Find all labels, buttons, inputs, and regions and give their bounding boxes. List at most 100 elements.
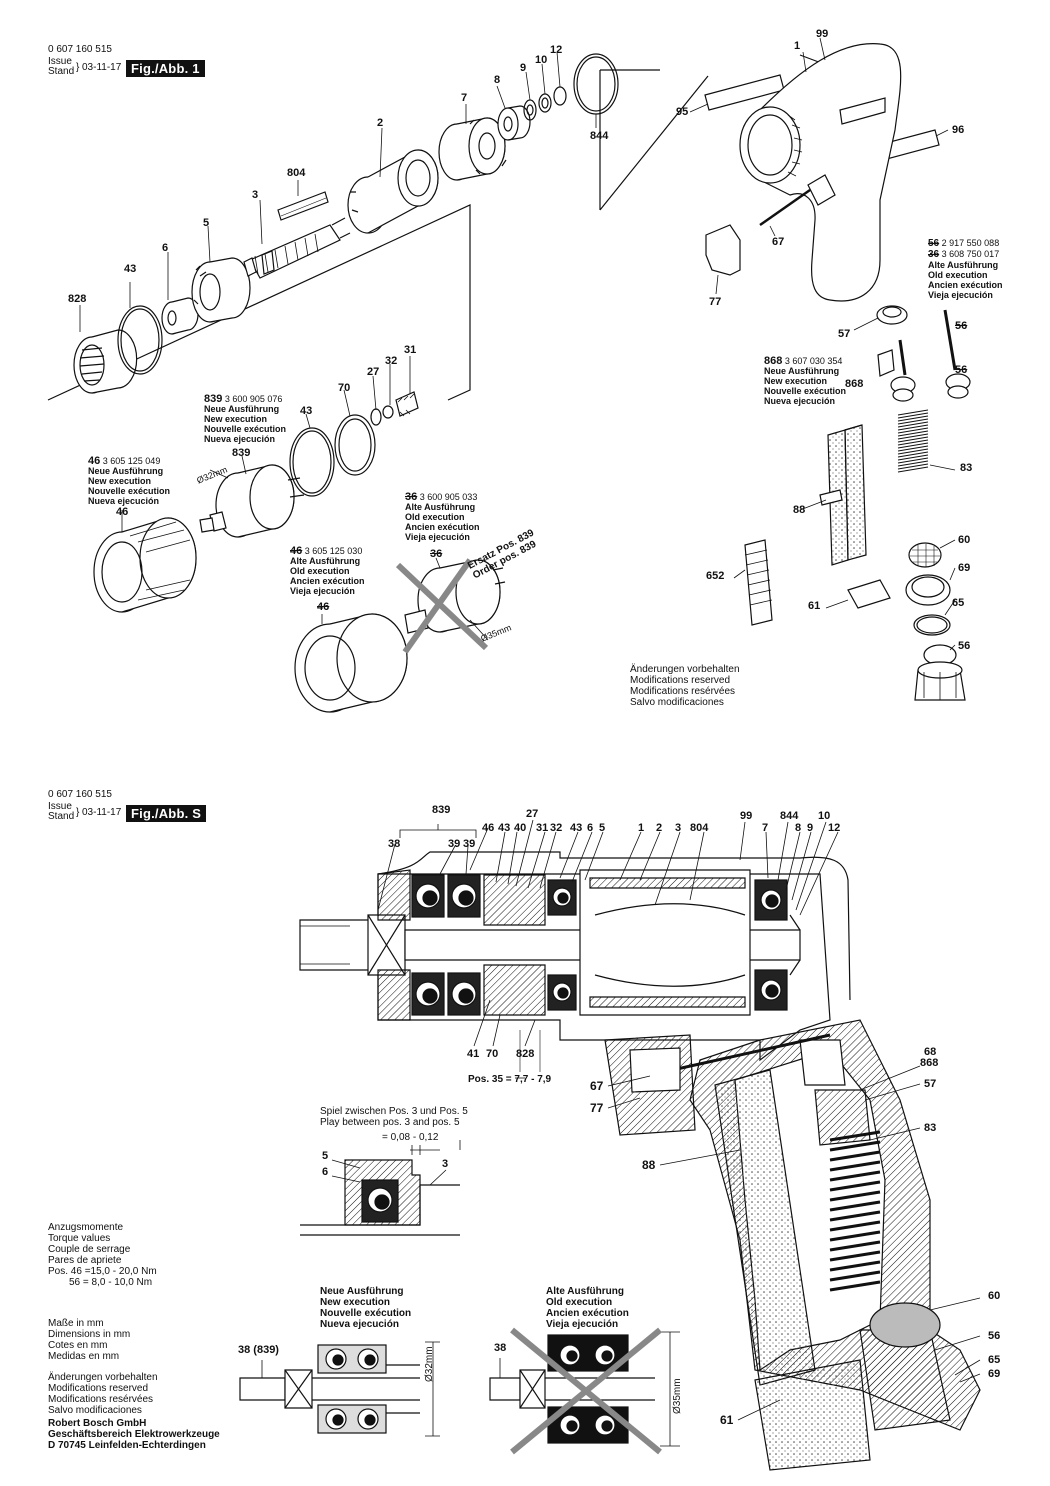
torque-pos46: Pos. 46 =15,0 - 20,0 Nm — [48, 1266, 157, 1277]
label-61: 61 — [808, 600, 821, 612]
issue-date-bottom: 03-11-17 — [82, 807, 122, 818]
label-57: 57 — [838, 328, 851, 340]
new-exec-es-46: Nueva ejecución — [88, 496, 160, 506]
issue-label: Issue — [48, 56, 72, 67]
part-36-number: 3 600 905 033 — [419, 492, 478, 502]
part-56a-number: 2 917 550 088 — [941, 238, 1000, 248]
new-exec-de: Neue Ausführung — [204, 404, 280, 414]
new-exec-en-868: New execution — [764, 376, 828, 386]
handle-housing — [689, 37, 949, 331]
play-note-de: Spiel zwischen Pos. 3 und Pos. 5 — [320, 1106, 468, 1117]
s-label-9: 9 — [807, 822, 814, 834]
label-38-839: 38 (839) — [238, 1344, 279, 1356]
s-label-69: 69 — [988, 1368, 1001, 1380]
diameter-35-bottom: Ø35mm — [672, 1378, 683, 1414]
s-label-67: 67 — [590, 1079, 604, 1093]
label-56-old: 56 — [955, 320, 968, 332]
part-46-old-number: 3 605 125 030 — [304, 546, 363, 556]
label-839: 839 — [232, 447, 251, 459]
part-46-id: 46 — [88, 455, 101, 467]
dim-fr: Cotes en mm — [48, 1340, 108, 1351]
part-46-old-info: 46 3 605 125 030 Alte Ausführung Old exe… — [290, 546, 365, 597]
label-46: 46 — [116, 506, 129, 518]
s-label-43b: 43 — [570, 822, 583, 834]
s-label-43: 43 — [498, 822, 511, 834]
old-exec-de: Alte Ausführung — [405, 502, 476, 512]
exploded-view — [47, 51, 841, 401]
label-56-old-2: 56 — [955, 364, 968, 376]
s-label-39a: 39 — [448, 838, 461, 850]
issue-stand-bottom: Issue Stand — [48, 802, 74, 822]
mini-execution-views — [239, 1327, 680, 1455]
doc-number: 0 607 160 515 — [48, 44, 112, 55]
old-exec-fr: Ancien exécution — [405, 522, 480, 532]
modifications-top: Änderungen vorbehalten Modifications res… — [630, 664, 740, 708]
label-31: 31 — [404, 344, 417, 356]
label-804: 804 — [287, 167, 306, 179]
mod-b-en: Modifications reserved — [48, 1383, 149, 1394]
label-67: 67 — [772, 236, 785, 248]
new-exec-de-46: Neue Ausführung — [88, 466, 164, 476]
s-label-5: 5 — [599, 822, 606, 834]
label-43: 43 — [124, 263, 137, 275]
new-exec-fr-46: Nouvelle exécution — [88, 486, 171, 496]
new-exec-en: New execution — [204, 414, 268, 424]
b-new-fr: Nouvelle exécution — [320, 1308, 412, 1319]
company-info: Robert Bosch GmbH Geschäftsbereich Elekt… — [48, 1418, 220, 1451]
part-839-number: 3 600 905 076 — [224, 394, 283, 404]
valve-parts — [733, 309, 971, 701]
stand-label: Stand — [48, 66, 75, 77]
s-label-99: 99 — [740, 810, 753, 822]
s-label-7: 7 — [762, 822, 769, 834]
label-95: 95 — [676, 106, 689, 118]
new-execution-bottom: Neue Ausführung New execution Nouvelle e… — [320, 1286, 411, 1330]
rotor-3 — [243, 217, 351, 279]
company-address: D 70745 Leinfelden-Echterdingen — [48, 1440, 206, 1451]
doc-number-bottom: 0 607 160 515 — [48, 789, 112, 800]
b-new-en: New execution — [320, 1297, 391, 1308]
torque-de: Anzugsmomente — [48, 1222, 124, 1233]
label-88: 88 — [793, 504, 806, 516]
s-label-38: 38 — [388, 838, 401, 850]
label-43-b: 43 — [300, 405, 313, 417]
s-label-40: 40 — [514, 822, 527, 834]
b-old-de: Alte Ausführung — [546, 1286, 624, 1297]
label-32: 32 — [385, 355, 398, 367]
s-label-70: 70 — [486, 1048, 499, 1060]
play-detail — [300, 1145, 460, 1236]
s-label-10: 10 — [818, 810, 831, 822]
mod-fr: Modifications resérvées — [630, 686, 736, 697]
label-2: 2 — [377, 117, 384, 129]
label-77: 77 — [709, 296, 722, 308]
cylinder-2 — [347, 149, 439, 234]
part-868-info: 868 3 607 030 354 Neue Ausführung New ex… — [764, 355, 846, 407]
part-46-number: 3 605 125 049 — [102, 456, 161, 466]
label-83: 83 — [960, 462, 973, 474]
new-exec-fr: Nouvelle exécution — [204, 424, 287, 434]
label-69: 69 — [958, 562, 971, 574]
pos35-note: Pos. 35 = 7,7 - 7,9 — [468, 1074, 552, 1085]
play-label-6: 6 — [322, 1166, 329, 1178]
part-36-id: 36 — [405, 491, 418, 503]
s-label-61: 61 — [720, 1413, 734, 1427]
torque-info: Anzugsmomente Torque values Couple de se… — [48, 1222, 157, 1288]
s-label-41: 41 — [467, 1048, 480, 1060]
s-label-1: 1 — [638, 822, 645, 834]
s-label-839: 839 — [432, 804, 451, 816]
part-868-id: 868 — [764, 355, 783, 367]
label-7: 7 — [461, 92, 468, 104]
s-label-27: 27 — [526, 808, 539, 820]
old-exec-en: Old execution — [405, 512, 465, 522]
issue-date: 03-11-17 — [82, 62, 122, 73]
label-828: 828 — [68, 293, 87, 305]
s-label-56: 56 — [988, 1330, 1001, 1342]
label-60: 60 — [958, 534, 971, 546]
s-label-46: 46 — [482, 822, 495, 834]
s-label-32: 32 — [550, 822, 563, 834]
s-label-8: 8 — [795, 822, 802, 834]
play-note: Spiel zwischen Pos. 3 und Pos. 5 Play be… — [320, 1106, 468, 1128]
label-56: 56 — [958, 640, 971, 652]
section-view — [299, 819, 981, 1471]
part-56a-id: 56 — [928, 238, 940, 249]
